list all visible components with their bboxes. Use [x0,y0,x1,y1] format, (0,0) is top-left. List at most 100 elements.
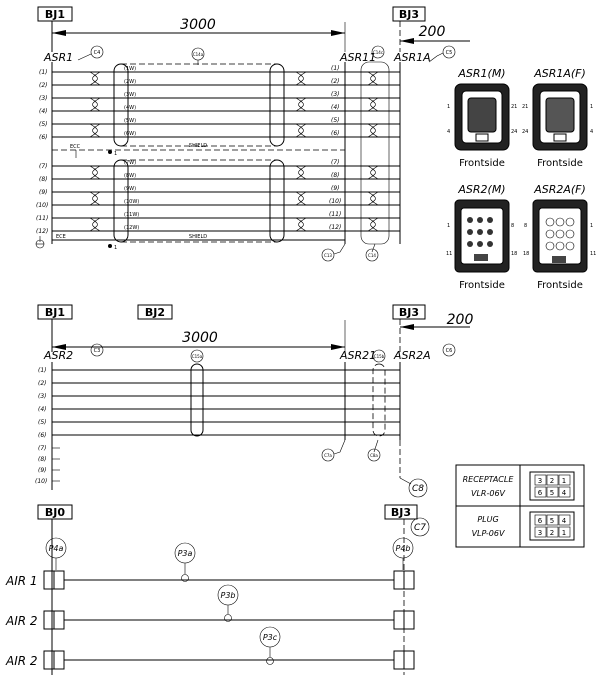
wire-row: (4) (4W) (4) [39,104,400,115]
svg-text:2: 2 [550,477,554,485]
legend-box: RECEPTACLE VLR-06V PLUG VLP-06V 3 2 1 6 … [455,464,585,548]
svg-text:(9): (9) [331,185,340,192]
receptacle-part: VLR-06V [471,489,506,498]
wire-row: (2) (2W) (2) [39,78,400,89]
svg-text:(5W): (5W) [124,118,136,124]
svg-text:(3): (3) [38,393,47,400]
svg-text:6: 6 [538,489,543,497]
top-wire-group-2: (7) (7W) (7) (8) (8W) (8) (9) (9W) (9) (… [36,159,400,235]
svg-text:1: 1 [562,529,566,537]
svg-text:3: 3 [538,529,542,537]
svg-text:(6): (6) [38,432,47,439]
gnd-ecc-label: ECC [70,144,81,150]
svg-text:8: 8 [524,223,527,229]
svg-text:4: 4 [562,489,567,497]
svg-text:(6): (6) [331,130,340,137]
length-200: 200 [419,24,446,40]
callout-p3b: P3b [221,591,236,600]
svg-text:1: 1 [590,223,593,229]
asr21-label: ASR21 [339,349,376,362]
svg-text:1: 1 [447,104,450,110]
bj0-label: BJ0 [45,506,65,519]
callout-c4: C4 [94,50,101,56]
svg-text:21: 21 [511,104,517,110]
callout-c7: C7 [414,523,426,533]
gnd-ece-label: ECE [56,234,66,240]
svg-text:(8): (8) [39,176,48,183]
svg-text:(10): (10) [35,478,47,485]
wire-row: (7) (7W) (7) [39,159,400,170]
asr1m-title: ASR1(M) [457,67,505,80]
svg-text:(4): (4) [39,108,48,115]
svg-text:5: 5 [550,489,554,497]
asr1af-title: ASR1A(F) [533,67,586,80]
callout-c15a: C15a [192,354,203,359]
svg-text:(2): (2) [331,78,340,85]
top-harness: BJ1 BJ3 3000 200 ASR1 ASR11 ASR1A C4 C5 … [35,6,470,262]
svg-text:(9): (9) [39,189,48,196]
length-3000: 3000 [180,17,216,33]
asr2m-caption: Frontside [459,280,505,291]
callout-c13: C13 [324,253,332,258]
plug-part: VLP-06V [472,529,505,538]
svg-text:18: 18 [523,251,529,257]
length-3000-2: 3000 [182,330,218,346]
callout-c14: C14 [368,253,376,258]
svg-text:(7): (7) [331,159,340,166]
middle-harness: BJ1 BJ2 BJ3 3000 200 ASR2 ASR21 ASR2A C3… [35,304,473,498]
callout-p4a: P4a [49,544,64,553]
svg-text:4: 4 [562,517,567,525]
asr2a-label: ASR2A [393,349,431,362]
bj3-box-3 [384,504,418,520]
asr2af-title: ASR2A(F) [533,183,586,196]
svg-text:(10): (10) [36,202,48,209]
svg-text:(12): (12) [329,224,341,231]
receptacle-pinout: 3 2 1 6 5 4 [529,471,575,501]
svg-text:(4W): (4W) [124,105,136,111]
wire-row: (5) (5W) (5) [39,117,400,128]
svg-text:(8): (8) [38,456,47,463]
bj0-box [37,504,73,520]
asr1m-caption: Frontside [459,158,505,169]
callout-c14a: C14a [193,52,204,57]
callout-p4b: P4b [396,544,411,553]
ground-mark-2: 1 [114,245,117,251]
svg-text:8: 8 [511,223,514,229]
svg-text:4: 4 [590,129,593,135]
bj3-box [392,6,426,22]
ground-icon [35,236,45,249]
receptacle-label: RECEPTACLE [463,475,515,484]
svg-text:5: 5 [550,517,554,525]
svg-text:(11W): (11W) [124,212,139,218]
svg-text:1: 1 [447,223,450,229]
asr2-label: ASR2 [43,349,73,362]
svg-text:4: 4 [447,129,450,135]
svg-text:(12W): (12W) [124,225,139,231]
connector-views: ASR1(M) 1 4 21 24 Frontside ASR1A(F) 21 … [446,67,596,291]
bj1-box [37,6,73,22]
shield-label: SHIELD [189,143,207,149]
svg-text:6: 6 [538,517,543,525]
air-line-1: AIR 1 P3a [5,542,415,590]
bj2-label: BJ2 [145,306,165,319]
svg-text:(4): (4) [331,104,340,111]
svg-text:(7W): (7W) [124,160,136,166]
svg-text:(2): (2) [39,82,48,89]
callout-c3: C3 [94,348,101,354]
bj1-label: BJ1 [45,8,65,21]
air-line-3: AIR 2 P3c [5,626,415,670]
air-line-2: AIR 2 P3b [5,584,415,630]
svg-text:(3): (3) [39,95,48,102]
air-line-label: AIR 2 [5,654,38,668]
callout-c7a: C7a [324,453,332,458]
wire-row: (11) (11W) (11) [36,211,400,222]
svg-text:1: 1 [590,104,593,110]
callout-p3a: P3a [178,549,193,558]
svg-text:(5): (5) [39,121,48,128]
svg-text:(10W): (10W) [124,199,139,205]
svg-text:(3W): (3W) [124,92,136,98]
bj1-box-2 [37,304,73,320]
asr1af-caption: Frontside [537,158,583,169]
svg-text:(2W): (2W) [124,79,136,85]
